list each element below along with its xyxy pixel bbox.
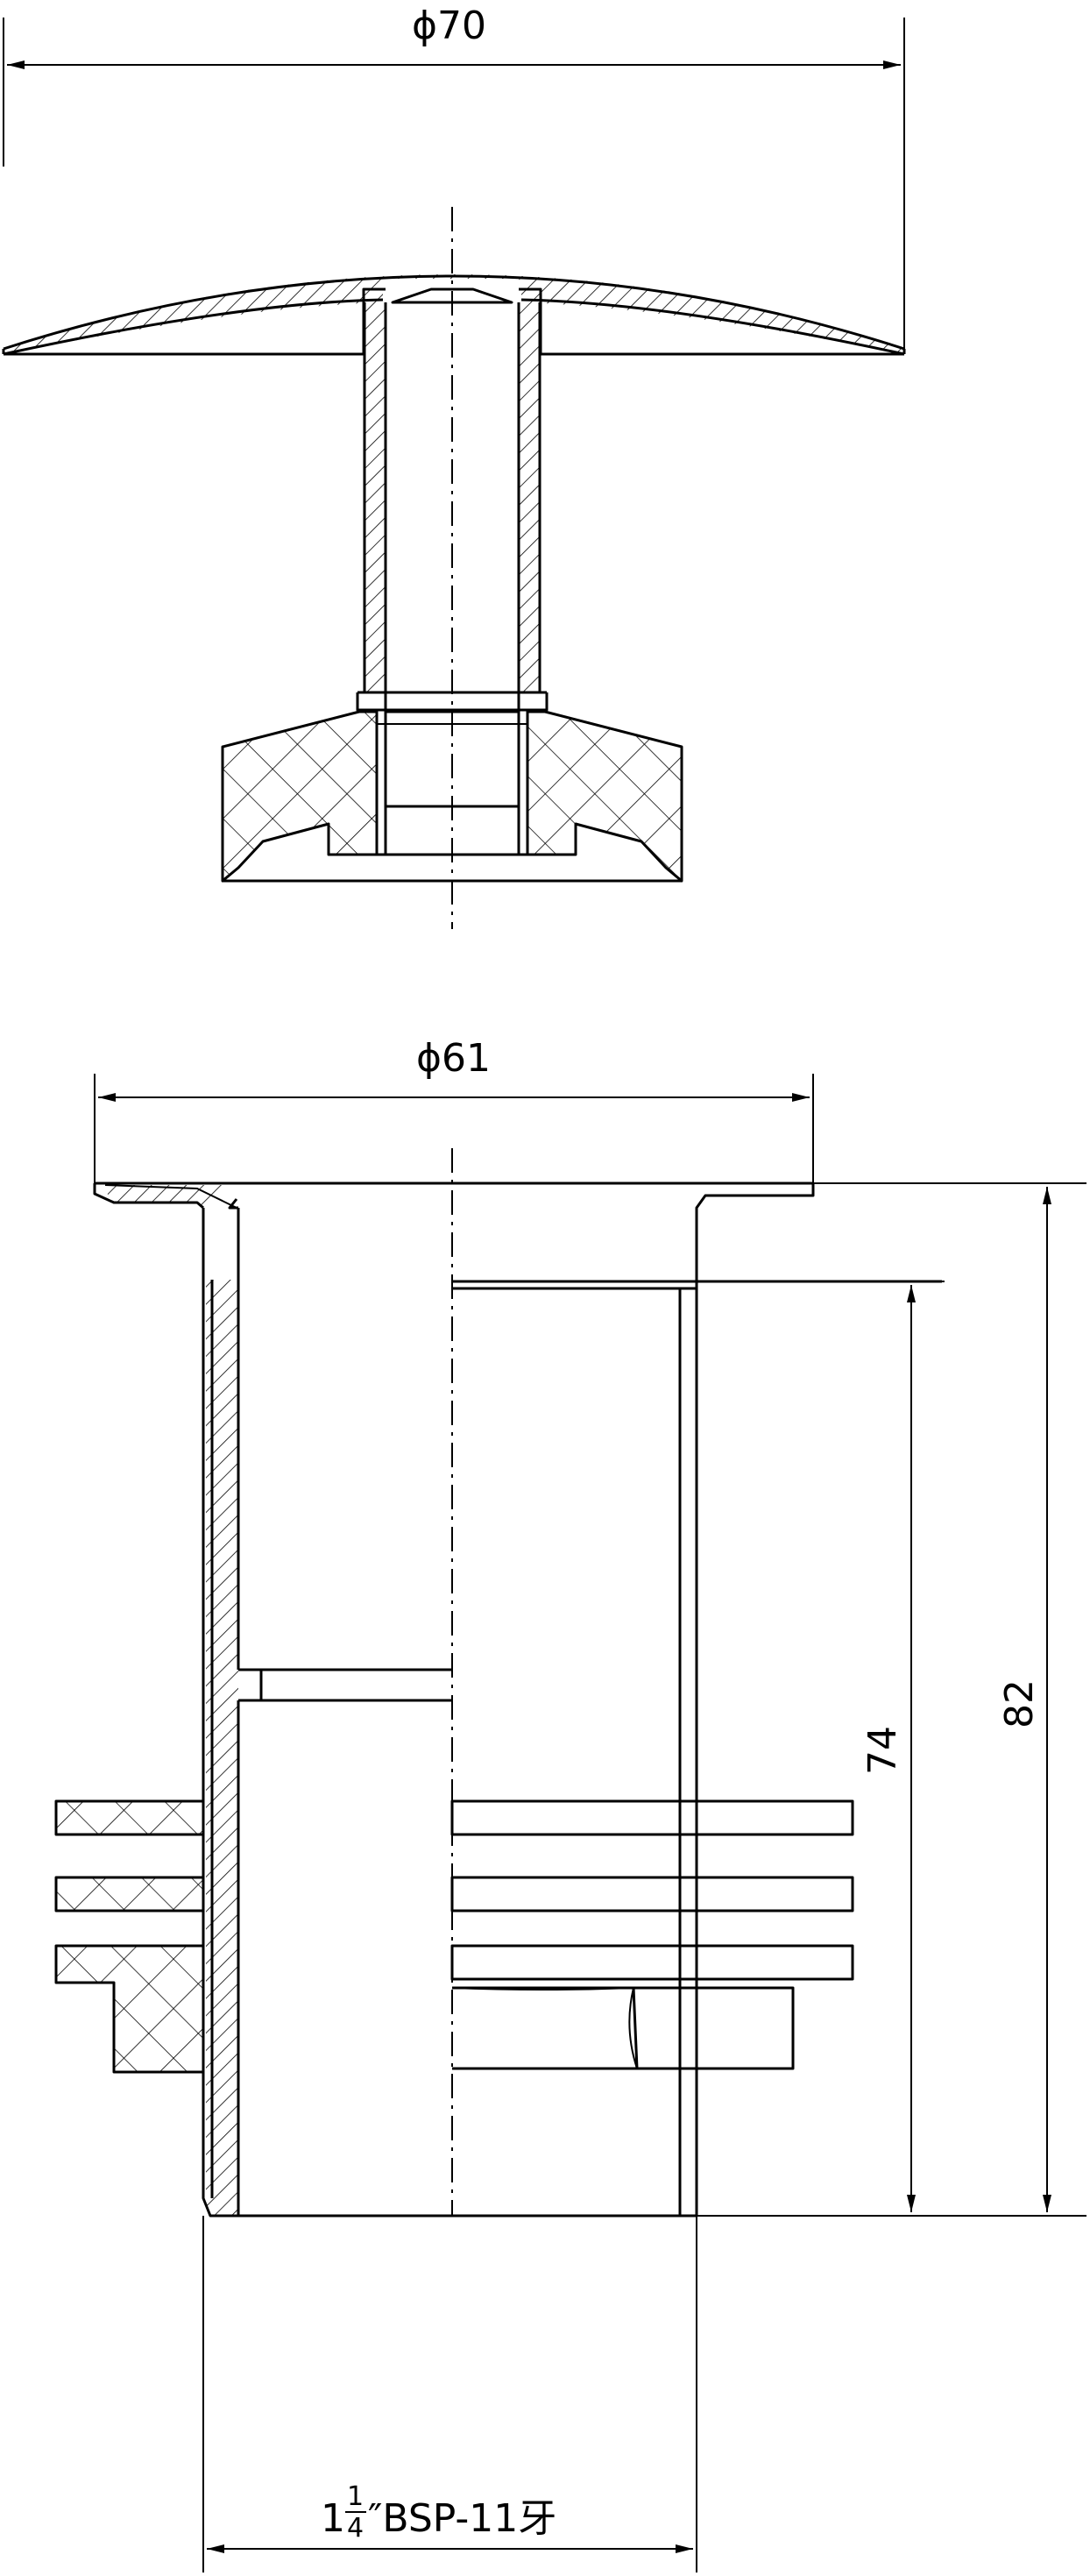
seal-left-hatch xyxy=(223,712,377,881)
nut-right-face xyxy=(452,1986,639,2070)
svg-text:1: 1 xyxy=(321,2496,345,2541)
seal-left-outline xyxy=(221,710,379,883)
nut-right-body xyxy=(633,1986,795,2070)
inner-height-label: 74 xyxy=(860,1726,905,1775)
body-wall-outer xyxy=(202,1208,697,2218)
svg-text:4: 4 xyxy=(347,2513,364,2544)
nut-left xyxy=(54,1944,205,2074)
washer-top-left xyxy=(54,1799,205,1836)
svg-text:″BSP-11牙: ″BSP-11牙 xyxy=(368,2496,556,2541)
seal-right-outline xyxy=(526,710,683,883)
thread-label: 1 1 4 ″BSP-11牙 xyxy=(321,2481,556,2544)
washer-top-right xyxy=(450,1799,854,1836)
stem-tip xyxy=(391,287,513,304)
cap-dome-top xyxy=(3,274,905,351)
washer-bottom-right xyxy=(450,1944,854,1981)
seal-right-hatch xyxy=(527,712,682,881)
body-diameter-label: ϕ61 xyxy=(416,1036,491,1081)
cap-diameter-label: ϕ70 xyxy=(412,4,486,48)
body-wall-hatch xyxy=(206,1280,238,2216)
total-height-label: 82 xyxy=(997,1679,1042,1728)
cap-dome-hatch xyxy=(4,274,904,354)
washer-middle-left xyxy=(54,1876,205,1912)
flange-right-outline xyxy=(95,1182,815,2216)
middle-step xyxy=(238,1668,452,1702)
cap-dome-underside-right xyxy=(520,298,905,356)
svg-text:1: 1 xyxy=(347,2481,364,2512)
waste-body-assembly: ϕ61 xyxy=(54,1036,1086,2572)
cap-dome-underside-left xyxy=(3,298,384,356)
washer-middle-right xyxy=(450,1876,854,1912)
cap-assembly: ϕ70 xyxy=(2,4,906,929)
